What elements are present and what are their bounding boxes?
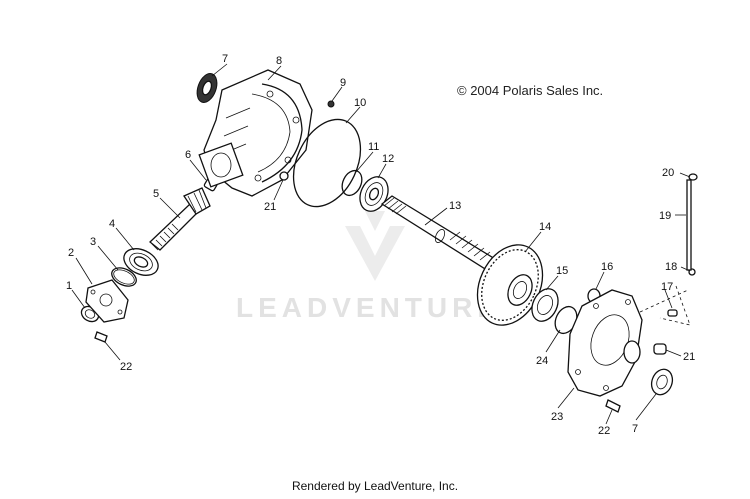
part-22-bolt-left[interactable] (94, 331, 108, 343)
part-20-cap[interactable] (688, 173, 698, 181)
leader-lines (71, 63, 691, 425)
part-2-cover-plate[interactable] (85, 279, 129, 323)
callout-8: 8 (276, 55, 282, 67)
callout-9: 9 (340, 77, 346, 89)
callout-13: 13 (449, 200, 461, 212)
callout-11: 11 (368, 141, 379, 153)
part-21-bushing-right[interactable] (653, 343, 667, 355)
callout-21-right: 21 (683, 351, 695, 363)
part-21-plug-left[interactable] (279, 171, 289, 181)
callout-23: 23 (551, 411, 563, 423)
watermark-text: LEADVENTURE (236, 292, 502, 323)
callout-15: 15 (556, 265, 568, 277)
part-15-bearing[interactable] (527, 285, 563, 326)
part-4-bearing[interactable] (120, 244, 163, 281)
part-18-clip[interactable] (688, 268, 696, 276)
part-22-bolt-right[interactable] (605, 399, 621, 413)
callout-12: 12 (382, 153, 394, 165)
callout-7-bottom: 7 (632, 423, 638, 435)
watermark-logo (345, 211, 405, 281)
part-5-pinion-shaft[interactable] (149, 187, 211, 251)
part-3-o-ring[interactable] (109, 264, 139, 289)
callout-14: 14 (539, 221, 551, 233)
callout-22-left: 22 (120, 361, 132, 373)
callout-3: 3 (90, 236, 96, 248)
callout-17: 17 (661, 281, 673, 293)
part-7-seal-top[interactable] (193, 71, 220, 105)
callout-4: 4 (109, 218, 115, 230)
part-19-rod[interactable] (686, 179, 692, 271)
footer-text: Rendered by LeadVenture, Inc. (291, 479, 459, 493)
part-8-gear-case[interactable] (198, 69, 313, 197)
part-12-bearing[interactable] (355, 172, 394, 216)
callout-7-top: 7 (222, 53, 228, 65)
callout-24: 24 (536, 355, 548, 367)
callout-21-left: 21 (264, 201, 276, 213)
part-17-pin[interactable] (667, 309, 678, 317)
callout-6: 6 (185, 149, 191, 161)
callout-18: 18 (665, 261, 677, 273)
callout-2: 2 (68, 247, 74, 259)
part-14-ring-gear[interactable] (465, 234, 555, 335)
callout-labels: 7 8 9 10 11 12 6 5 21 4 3 2 1 22 13 14 1… (66, 53, 695, 437)
part-7-seal-bottom[interactable] (648, 366, 676, 397)
part-10-gasket[interactable] (280, 109, 373, 218)
part-11-snap-ring[interactable] (338, 167, 365, 198)
callout-22-right: 22 (598, 425, 610, 437)
callout-5: 5 (153, 188, 159, 200)
callout-20: 20 (662, 167, 674, 179)
callout-16: 16 (601, 261, 613, 273)
copyright-text: © 2004 Polaris Sales Inc. (457, 83, 604, 98)
callout-1: 1 (66, 280, 72, 292)
part-9-bolt[interactable] (327, 100, 335, 108)
part-23-cover-housing[interactable] (567, 289, 643, 397)
part-13-output-shaft[interactable] (380, 195, 502, 273)
callout-10: 10 (354, 97, 366, 109)
callout-19: 19 (659, 210, 671, 222)
